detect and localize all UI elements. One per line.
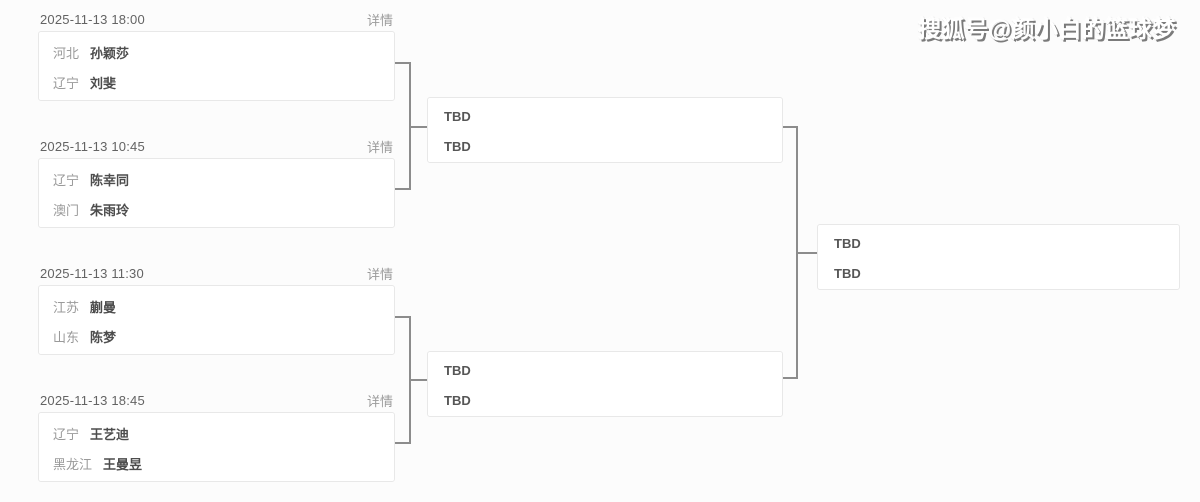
player-name: 刘斐 bbox=[90, 76, 117, 91]
connector-m3-out bbox=[395, 316, 411, 318]
match-card-2: 2025-11-13 10:45 详情 辽宁陈幸同 澳门朱雨玲 bbox=[38, 139, 395, 228]
player-row: 澳门朱雨玲 bbox=[53, 196, 380, 226]
player-region: 江苏 bbox=[53, 300, 80, 315]
semifinal-2-slot-2: TBD bbox=[444, 393, 471, 408]
player-row: 辽宁刘斐 bbox=[53, 69, 380, 99]
player-name: 陈梦 bbox=[90, 330, 117, 345]
semifinal-1-slot-2: TBD bbox=[444, 139, 471, 154]
player-region: 辽宁 bbox=[53, 173, 80, 188]
player-row: 河北孙颖莎 bbox=[53, 39, 380, 69]
semifinal-1-box: TBD TBD bbox=[427, 97, 783, 163]
match-2-datetime: 2025-11-13 10:45 bbox=[40, 139, 145, 154]
semifinal-1-slot-1: TBD bbox=[444, 109, 471, 124]
player-name: 朱雨玲 bbox=[90, 203, 130, 218]
player-row: 山东陈梦 bbox=[53, 323, 380, 353]
player-region: 辽宁 bbox=[53, 427, 80, 442]
player-region: 山东 bbox=[53, 330, 80, 345]
connector-sf2-out bbox=[783, 377, 798, 379]
match-1-box: 河北孙颖莎 辽宁刘斐 bbox=[38, 31, 395, 101]
sohu-watermark: 搜狐号@颜小白的篮球梦 bbox=[918, 16, 1176, 42]
connector-m4-out bbox=[395, 442, 411, 444]
match-3-details-link[interactable]: 详情 bbox=[366, 267, 393, 282]
player-row: 辽宁王艺迪 bbox=[53, 420, 380, 450]
match-card-4: 2025-11-13 18:45 详情 辽宁王艺迪 黑龙江王曼昱 bbox=[38, 393, 395, 482]
match-2-details-link[interactable]: 详情 bbox=[366, 140, 393, 155]
player-region: 黑龙江 bbox=[53, 457, 93, 472]
match-4-box: 辽宁王艺迪 黑龙江王曼昱 bbox=[38, 412, 395, 482]
final-slot-2: TBD bbox=[834, 266, 861, 281]
match-card-1: 2025-11-13 18:00 详情 河北孙颖莎 辽宁刘斐 bbox=[38, 12, 395, 101]
connector-m1-out bbox=[395, 62, 411, 64]
match-4-details-link[interactable]: 详情 bbox=[366, 394, 393, 409]
match-2-header: 2025-11-13 10:45 详情 bbox=[38, 139, 395, 155]
connector-c-to-final bbox=[796, 252, 817, 254]
final-slot-1: TBD bbox=[834, 236, 861, 251]
player-name: 陈幸同 bbox=[90, 173, 130, 188]
match-1-details-link[interactable]: 详情 bbox=[366, 13, 393, 28]
player-row: 江苏蒯曼 bbox=[53, 293, 380, 323]
match-2-box: 辽宁陈幸同 澳门朱雨玲 bbox=[38, 158, 395, 228]
match-3-header: 2025-11-13 11:30 详情 bbox=[38, 266, 395, 282]
connector-sf1-out bbox=[783, 126, 798, 128]
connector-b-to-sf2 bbox=[409, 379, 427, 381]
connector-m2-out bbox=[395, 188, 411, 190]
match-3-datetime: 2025-11-13 11:30 bbox=[40, 266, 144, 281]
player-region: 澳门 bbox=[53, 203, 80, 218]
player-name: 王曼昱 bbox=[103, 457, 143, 472]
player-row: 辽宁陈幸同 bbox=[53, 166, 380, 196]
semifinal-2-box: TBD TBD bbox=[427, 351, 783, 417]
player-name: 王艺迪 bbox=[90, 427, 130, 442]
match-1-header: 2025-11-13 18:00 详情 bbox=[38, 12, 395, 28]
player-region: 辽宁 bbox=[53, 76, 80, 91]
semifinal-2-slot-1: TBD bbox=[444, 363, 471, 378]
player-region: 河北 bbox=[53, 46, 80, 61]
player-name: 孙颖莎 bbox=[90, 46, 130, 61]
match-4-header: 2025-11-13 18:45 详情 bbox=[38, 393, 395, 409]
match-4-datetime: 2025-11-13 18:45 bbox=[40, 393, 145, 408]
match-1-datetime: 2025-11-13 18:00 bbox=[40, 12, 145, 27]
player-name: 蒯曼 bbox=[90, 300, 117, 315]
match-3-box: 江苏蒯曼 山东陈梦 bbox=[38, 285, 395, 355]
final-box: TBD TBD bbox=[817, 224, 1180, 290]
match-card-3: 2025-11-13 11:30 详情 江苏蒯曼 山东陈梦 bbox=[38, 266, 395, 355]
player-row: 黑龙江王曼昱 bbox=[53, 450, 380, 480]
connector-a-to-sf1 bbox=[409, 126, 427, 128]
